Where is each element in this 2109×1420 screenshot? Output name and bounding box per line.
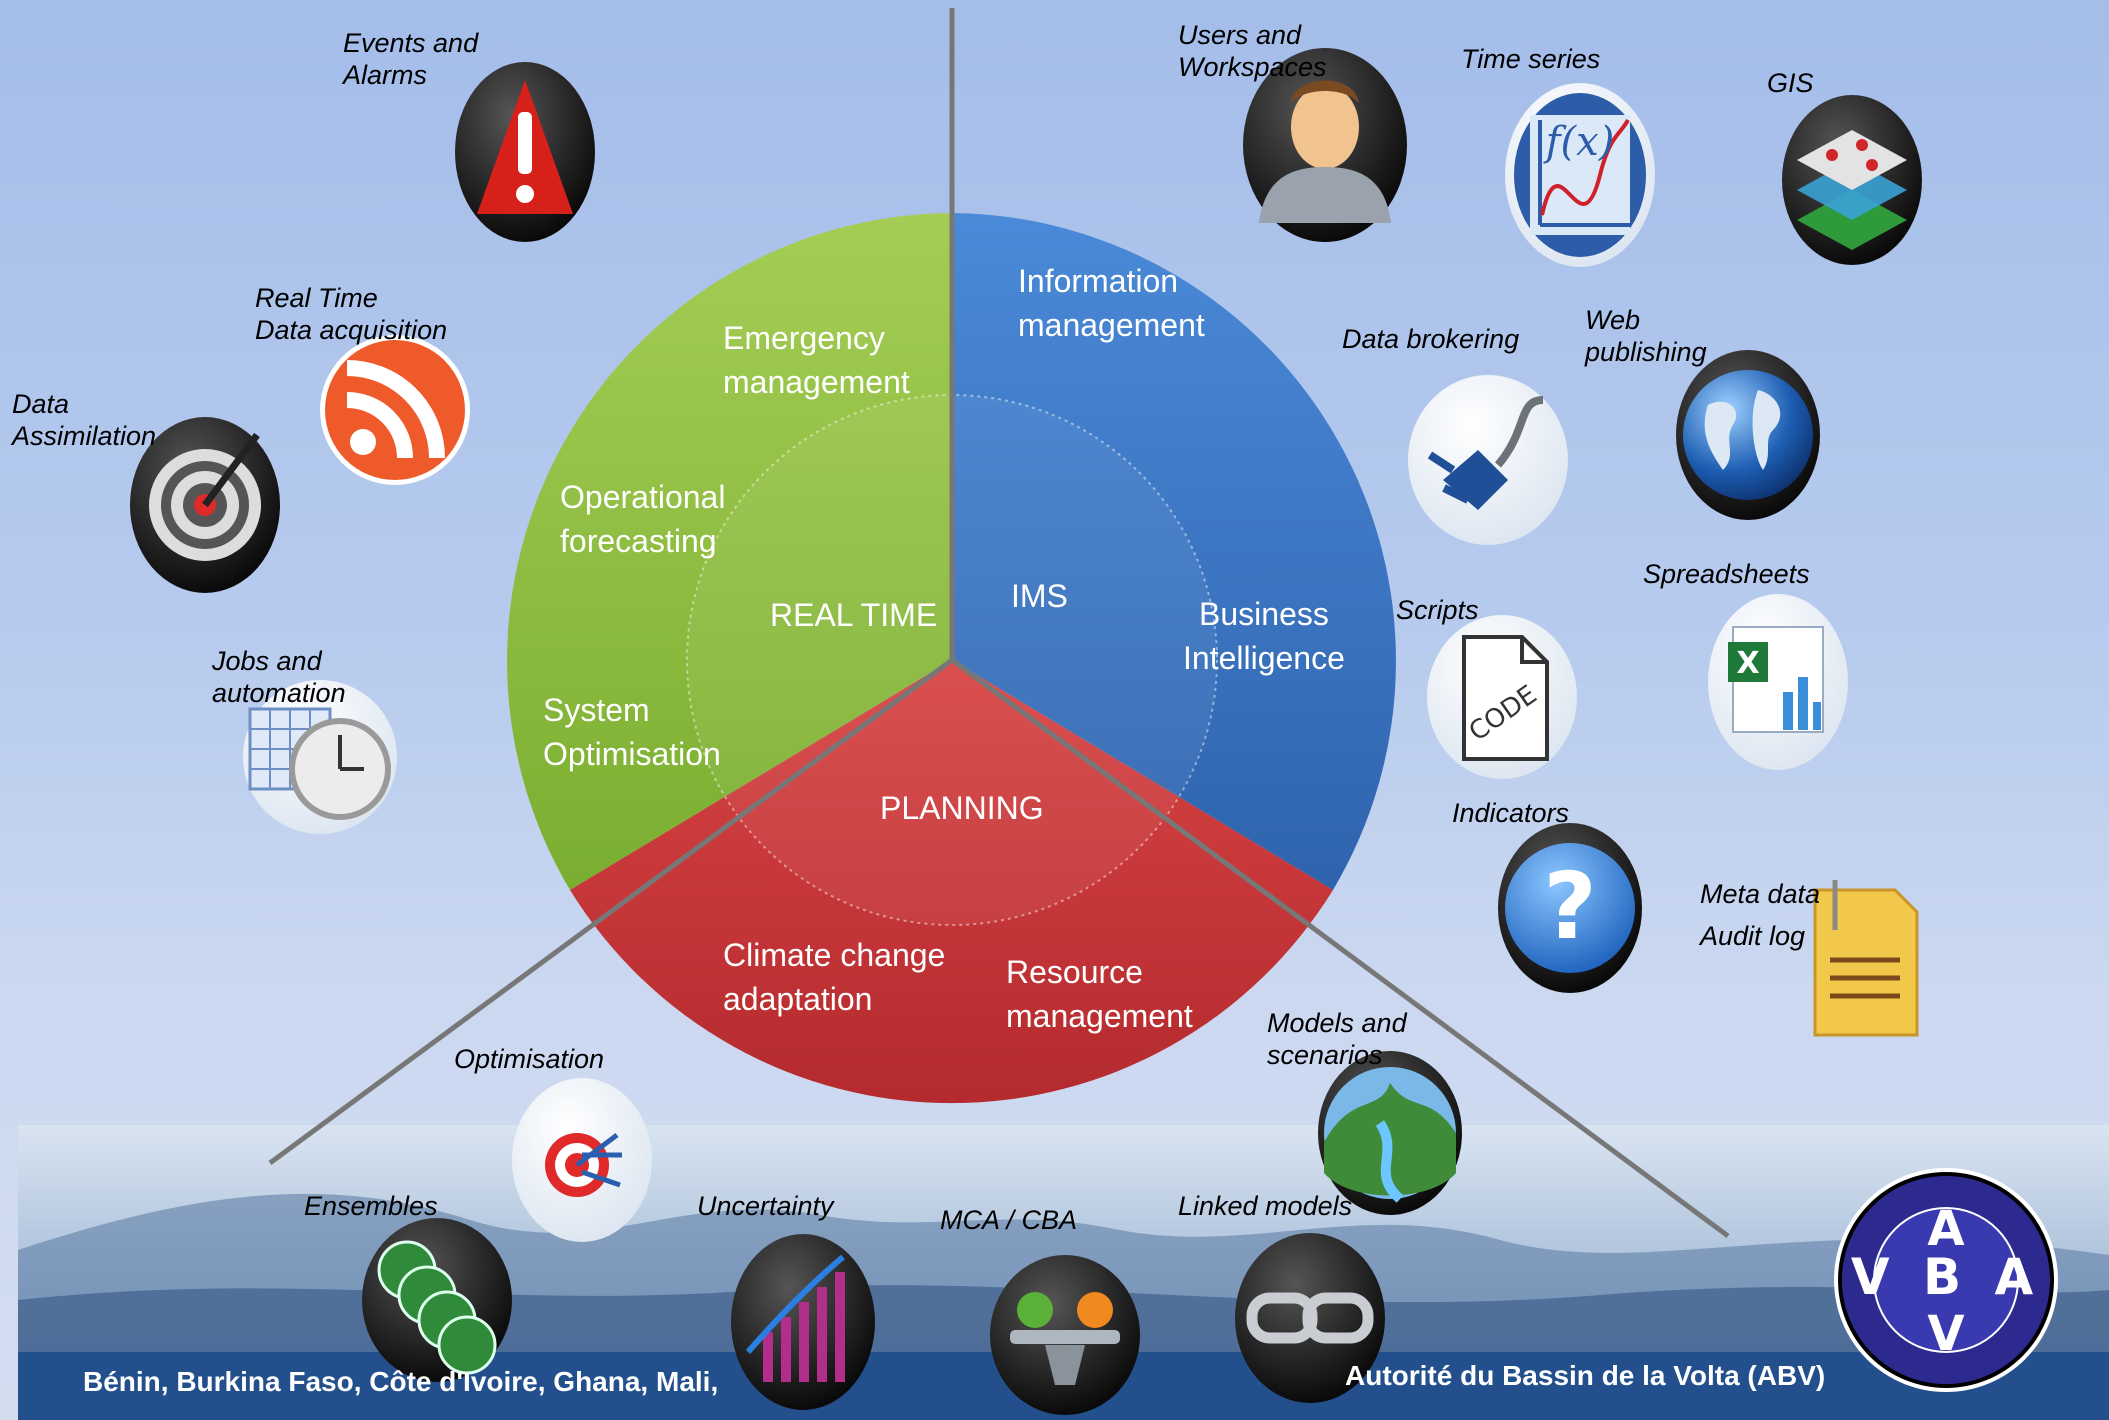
label-indicators: Indicators [1452,798,1570,828]
balance-scale-icon [990,1255,1140,1415]
warning-icon [455,62,595,242]
label-jobs-and-automation: Jobs and automation [212,646,346,708]
label-uncertainty: Uncertainty [697,1191,834,1221]
svg-text:V B A: V B A [1851,1248,2041,1306]
function-graph-icon: f(x) [1505,83,1655,267]
label-ensembles: Ensembles [304,1191,438,1221]
clock-calendar-icon [243,680,397,834]
label-linked-models: Linked models [1178,1191,1353,1221]
map-layers-icon [1782,95,1922,265]
label-system-optimisation: System Optimisation [543,692,721,772]
label-users-and-workspaces: Users and Workspaces [1178,20,1327,82]
label-real-time-data-acquisition: Real Time Data acquisition [255,283,448,345]
abv-logo: V B A A V [1834,1168,2058,1392]
footer-countries: Bénin, Burkina Faso, Côte d'Ivoire, Ghan… [83,1366,719,1397]
ensemble-icon [362,1218,512,1382]
label-data-assimilation: Data Assimilation [12,389,157,451]
svg-text:V: V [1927,1306,1964,1362]
user-icon [1243,48,1407,242]
label-mca-cba: MCA / CBA [940,1205,1078,1235]
document-icon [1813,880,1919,1037]
label-operational-forecasting: Operational forecasting [560,479,726,559]
segment-planning [570,660,1333,1104]
divider-lines [268,8,1730,1239]
segment-title-planning: PLANNING [880,790,1044,826]
label-events-and-alarms: Events and Alarms [343,28,479,90]
plug-icon [1408,375,1568,545]
label-scripts: Scripts [1396,595,1479,625]
label-web-publishing: Web publishing [1585,305,1707,367]
svg-text:f(x): f(x) [1543,119,1615,165]
question-icon: ? [1498,823,1642,993]
segment-ims [952,213,1396,890]
rising-bars-icon [731,1234,875,1410]
label-business-intelligence: Business Intelligence [1183,596,1345,676]
chain-link-icon [1235,1233,1385,1403]
code-file-icon: CODE [1427,615,1577,779]
segment-title-real-time: REAL TIME [770,597,938,633]
rss-feed-icon [320,335,470,485]
label-resource-management: Resource management [1006,954,1193,1034]
landscape-icon [1318,1051,1462,1215]
label-information-management: Information management [1018,263,1205,343]
label-optimisation: Optimisation [454,1044,605,1074]
label-time-series: Time series [1461,44,1601,74]
svg-text:X: X [1736,646,1759,681]
darts-target-icon [512,1078,652,1242]
svg-text:?: ? [1543,853,1596,960]
label-gis: GIS [1767,68,1814,98]
footer-authority: Autorité du Bassin de la Volta (ABV) [1345,1360,1826,1391]
segment-real-time [507,213,952,890]
label-emergency-management: Emergency management [723,320,910,400]
label-spreadsheets: Spreadsheets [1643,559,1810,589]
label-models-and-scenarios: Models and scenarios [1267,1008,1407,1070]
svg-text:A: A [1927,1201,1964,1257]
label-audit-log: Audit log [1700,921,1806,951]
target-icon [130,417,280,593]
excel-icon: X [1708,594,1848,770]
segment-title-ims: IMS [1011,578,1068,614]
label-meta-data: Meta data [1700,879,1821,909]
label-data-brokering: Data brokering [1342,324,1520,354]
globe-icon [1676,350,1820,520]
label-climate-change-adaptation: Climate change adaptation [723,937,946,1017]
